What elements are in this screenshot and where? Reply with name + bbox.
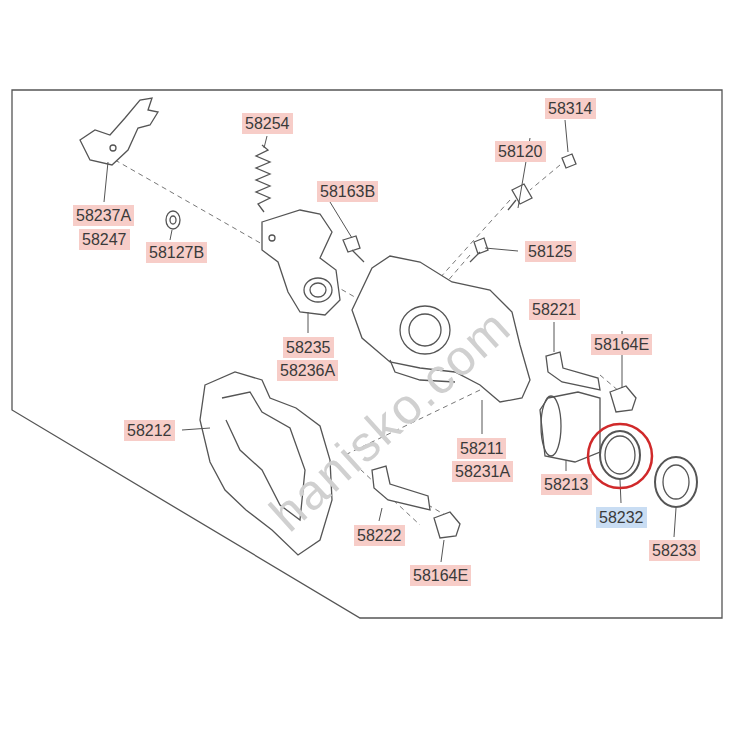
guide-pin	[546, 352, 600, 390]
dust-boot	[655, 457, 697, 507]
frame	[12, 90, 722, 618]
part-number: 58235	[286, 339, 331, 356]
callout-number: 58127B	[146, 242, 207, 263]
part-number: 58164E	[594, 336, 649, 353]
callout-number: 58211	[457, 438, 506, 459]
bolt	[343, 236, 364, 262]
part-number: 58236A	[280, 362, 335, 379]
callout-number: 58231A	[452, 461, 513, 482]
part-number: 58212	[127, 422, 172, 439]
part-number: 58254	[245, 115, 290, 132]
callout-number: 58125	[525, 241, 576, 262]
part-number: 58120	[498, 143, 543, 160]
caliper	[352, 256, 530, 402]
callout-number: 58314	[545, 98, 596, 119]
callout-number: 58164E	[591, 334, 652, 355]
callout-number: 58163B	[317, 181, 378, 202]
callout-number: 58213	[541, 474, 592, 495]
boot	[434, 512, 460, 538]
part-number: 58247	[82, 231, 127, 248]
part-number: 58222	[357, 527, 402, 544]
guide-pin	[372, 466, 430, 510]
highlight-circle	[588, 424, 652, 488]
washer	[166, 211, 180, 229]
callout-number: 58120	[495, 141, 546, 162]
carrier	[200, 372, 332, 555]
part-number: 58211	[460, 440, 503, 457]
piston	[540, 392, 600, 462]
callout-number: 58235	[283, 337, 334, 358]
callout-number: 58212	[124, 420, 175, 441]
callout-number: 58237A	[73, 205, 134, 226]
boot	[610, 386, 636, 412]
callout-number: 58233	[649, 540, 700, 561]
part-number: 58314	[548, 100, 593, 117]
part-number: 58213	[544, 476, 589, 493]
bolt	[470, 238, 488, 262]
part-number: 58231A	[455, 463, 510, 480]
callout-number: 58247	[79, 229, 130, 250]
callout-number: 58236A	[277, 360, 338, 381]
cap	[562, 154, 576, 168]
callout-number: 58221	[529, 299, 580, 320]
part-number: 58127B	[149, 244, 204, 261]
part-number: 58237A	[76, 207, 131, 224]
part-number: 58221	[532, 301, 577, 318]
part-number: 58163B	[320, 183, 375, 200]
part-number: 58164E	[413, 567, 468, 584]
callout-number: 58164E	[410, 565, 471, 586]
spring	[256, 145, 270, 212]
lever	[262, 210, 340, 315]
callout-number: 58254	[242, 113, 293, 134]
part-number: 58233	[652, 542, 697, 559]
bracket	[80, 98, 158, 165]
watermark: hanisko.com	[258, 297, 522, 543]
part-number: 58125	[528, 243, 573, 260]
callout-number: 58232	[596, 507, 647, 528]
callout-number: 58222	[354, 525, 405, 546]
seal-ring	[600, 431, 640, 479]
part-number: 58232	[599, 509, 644, 526]
